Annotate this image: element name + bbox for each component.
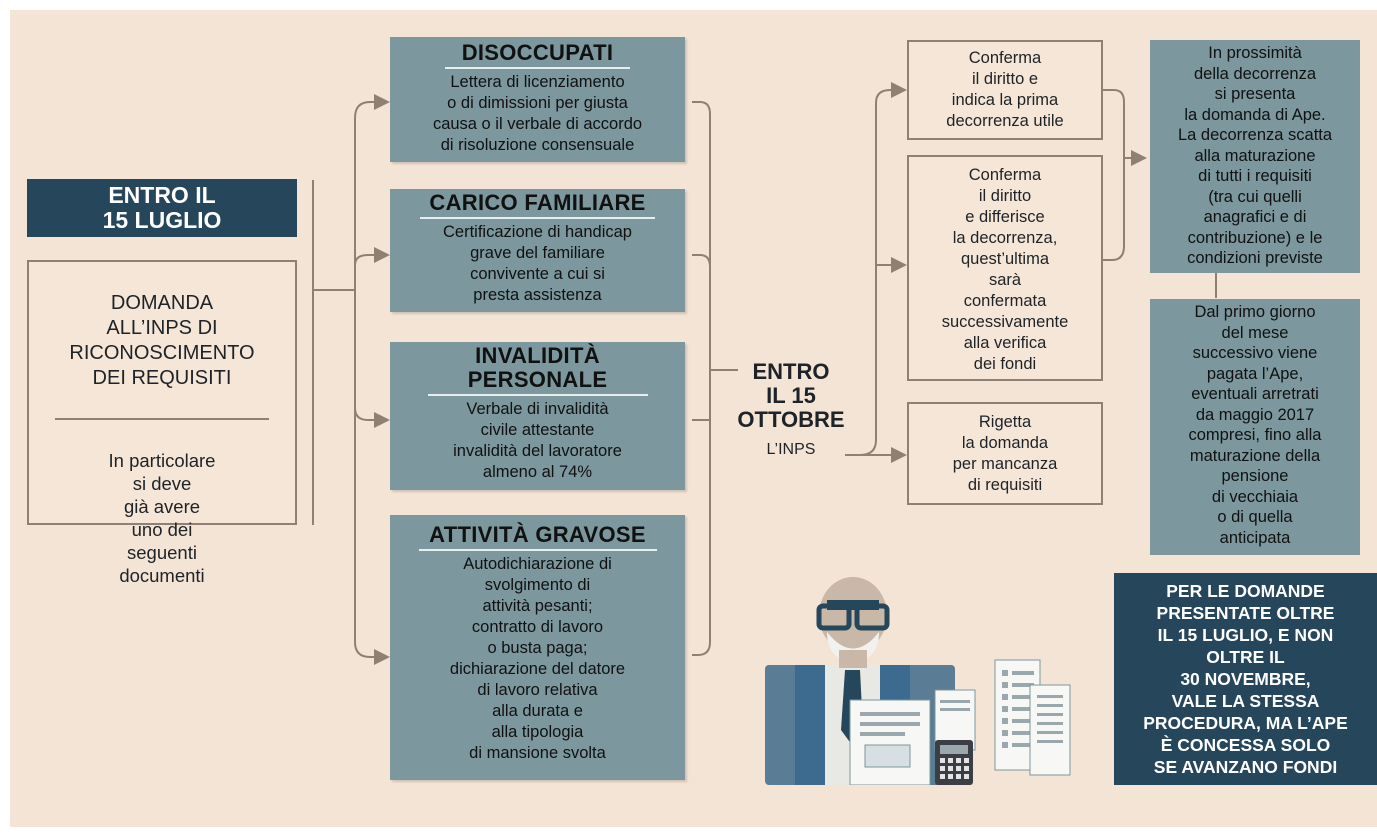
left-request-box: DOMANDA ALL’INPS DI RICONOSCIMENTO DEI R…	[27, 260, 297, 586]
category-title: INVALIDITÀ PERSONALE	[467, 343, 608, 392]
center-deadline-title: ENTRO IL 15 OTTOBRE	[737, 359, 845, 432]
category-title: ATTIVITÀ GRAVOSE	[429, 522, 646, 547]
category-invalidita-personale: INVALIDITÀ PERSONALE Verbale di invalidi…	[390, 342, 685, 490]
center-deadline: ENTRO IL 15 OTTOBRE L’INPS	[735, 360, 847, 460]
category-disoccupati: DISOCCUPATI Lettera di licenziamento o d…	[390, 37, 685, 162]
right-step-ape-request: In prossimità della decorrenza si presen…	[1150, 40, 1360, 273]
clerk-with-documents-illustration	[765, 577, 1071, 785]
category-body: Certificazione di handicap grave del fam…	[443, 223, 632, 304]
outcome-confirm-deferred: Conferma il diritto e differisce la deco…	[907, 155, 1103, 381]
left-request-divider	[55, 418, 269, 420]
left-deadline-label: ENTRO IL 15 LUGLIO	[27, 179, 297, 237]
connector-lines	[312, 82, 1217, 665]
category-rule	[427, 394, 648, 396]
left-request-title: DOMANDA ALL’INPS DI RICONOSCIMENTO DEI R…	[69, 292, 255, 389]
category-body: Autodichiarazione di svolgimento di atti…	[449, 555, 626, 762]
center-deadline-subject: L’INPS	[766, 441, 816, 458]
category-carico-familiare: CARICO FAMILIARE Certificazione di handi…	[390, 189, 685, 312]
category-title: CARICO FAMILIARE	[429, 190, 646, 215]
category-body: Verbale di invalidità civile attestante …	[453, 400, 622, 481]
infographic-canvas: ENTRO IL 15 LUGLIO DOMANDA ALL’INPS DI R…	[10, 10, 1377, 827]
right-step-ape-payment: Dal primo giorno del mese successivo vie…	[1150, 299, 1360, 555]
right-late-applications-note: PER LE DOMANDE PRESENTATE OLTRE IL 15 LU…	[1114, 573, 1377, 785]
outcome-reject: Rigetta la domanda per mancanza di requi…	[907, 402, 1103, 505]
category-title: DISOCCUPATI	[461, 40, 614, 65]
category-rule	[445, 67, 630, 69]
category-rule	[420, 217, 655, 219]
left-request-body: In particolare si deve già avere uno dei…	[108, 450, 216, 586]
category-attivita-gravose: ATTIVITÀ GRAVOSE Autodichiarazione di sv…	[390, 515, 685, 780]
category-rule	[418, 549, 657, 551]
category-body: Lettera di licenziamento o di dimissioni…	[432, 73, 643, 154]
outcome-confirm-first-date: Conferma il diritto e indica la prima de…	[907, 40, 1103, 140]
